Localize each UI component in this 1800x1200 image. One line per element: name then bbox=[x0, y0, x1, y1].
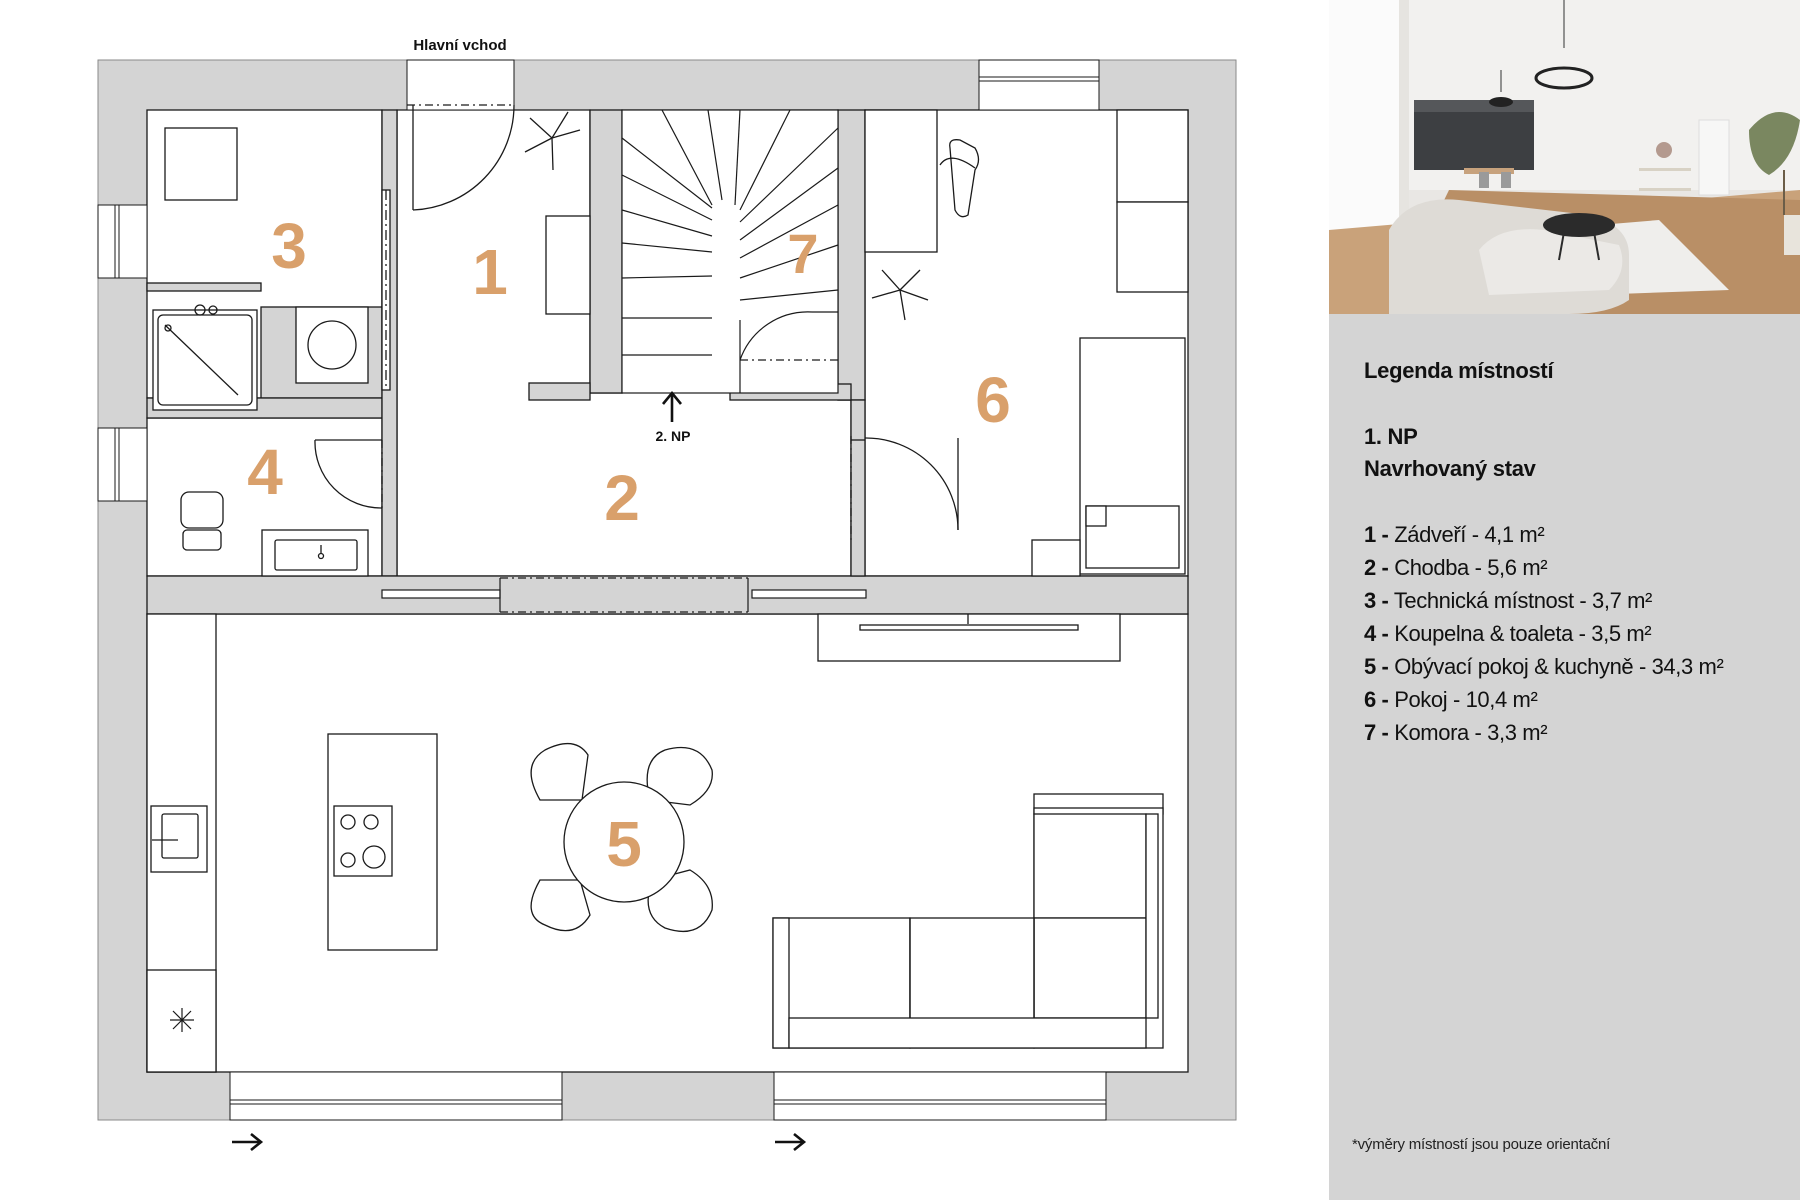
room-number-3: 3 bbox=[271, 210, 307, 282]
legend-panel: Legenda místností 1. NP Navrhovaný stav … bbox=[1329, 0, 1800, 1200]
legend-item-text: Chodba - 5,6 m² bbox=[1394, 555, 1548, 580]
sliding-doors bbox=[381, 577, 867, 613]
interior-photo bbox=[1329, 0, 1800, 314]
room-3-furniture bbox=[164, 127, 391, 391]
interior-photo-image bbox=[1329, 0, 1800, 314]
main-entrance-label: Hlavní vchod bbox=[413, 37, 506, 54]
legend-item-text: Pokoj - 10,4 m² bbox=[1394, 687, 1538, 712]
window-bottom-1 bbox=[229, 1071, 563, 1121]
legend-item-text: Technická místnost - 3,7 m² bbox=[1393, 588, 1653, 613]
legend-item-text: Koupelna & toaleta - 3,5 m² bbox=[1394, 621, 1652, 646]
main-door bbox=[407, 104, 515, 211]
window-bottom-2 bbox=[773, 1071, 1107, 1121]
window-top bbox=[978, 59, 1100, 111]
stairs bbox=[621, 109, 839, 394]
window-left-2 bbox=[97, 427, 148, 502]
stairs-up-arrow bbox=[661, 390, 683, 422]
room-number-6: 6 bbox=[975, 364, 1011, 436]
legend-title: Legenda místností bbox=[1364, 358, 1554, 383]
stairs-label: 2. NP bbox=[655, 428, 690, 444]
legend-item-number: 6 - bbox=[1364, 687, 1389, 712]
living-room-furniture bbox=[146, 613, 1164, 1073]
entry-arrows bbox=[232, 1132, 807, 1152]
legend-item-text: Zádveří - 4,1 m² bbox=[1394, 522, 1545, 547]
legend-item: 6 - Pokoj - 10,4 m² bbox=[1364, 683, 1723, 716]
room-number-1: 1 bbox=[472, 236, 508, 308]
room-number-5: 5 bbox=[606, 808, 642, 880]
floor-plan: Hlavní vchod 2. NP 1 2 3 4 5 6 7 bbox=[97, 37, 1237, 1152]
main-door-opening bbox=[406, 59, 515, 111]
legend-item-number: 5 - bbox=[1364, 654, 1389, 679]
legend-list: 1 - Zádveří - 4,1 m² 2 - Chodba - 5,6 m²… bbox=[1364, 518, 1724, 749]
legend-item: 5 - Obývací pokoj & kuchyně - 34,3 m² bbox=[1364, 650, 1724, 683]
room-number-7: 7 bbox=[787, 222, 818, 285]
legend-item-number: 2 - bbox=[1364, 555, 1389, 580]
legend-item: 1 - Zádveří - 4,1 m² bbox=[1364, 518, 1723, 551]
legend-state: Navrhovaný stav bbox=[1364, 456, 1536, 481]
legend-item-text: Obývací pokoj & kuchyně - 34,3 m² bbox=[1394, 654, 1724, 679]
legend-item: 4 - Koupelna & toaleta - 3,5 m² bbox=[1364, 617, 1723, 650]
legend-item: 3 - Technická místnost - 3,7 m² bbox=[1364, 584, 1723, 617]
room-4-furniture bbox=[180, 439, 383, 577]
room-1-furniture bbox=[524, 111, 591, 315]
legend-item-number: 1 - bbox=[1364, 522, 1389, 547]
openings bbox=[97, 59, 1107, 1121]
legend-item-text: Komora - 3,3 m² bbox=[1394, 720, 1548, 745]
legend-item-number: 3 - bbox=[1364, 588, 1389, 613]
legend-item: 7 - Komora - 3,3 m² bbox=[1364, 716, 1723, 749]
area-footnote: *výměry místností jsou pouze orientační bbox=[1352, 1136, 1611, 1153]
window-left-1 bbox=[97, 204, 148, 279]
room-number-2: 2 bbox=[604, 462, 640, 534]
shower bbox=[152, 304, 258, 411]
legend-floor: 1. NP bbox=[1364, 424, 1418, 449]
legend-item-number: 7 - bbox=[1364, 720, 1389, 745]
floor-plan-drawing: Hlavní vchod 2. NP 1 2 3 4 5 6 7 bbox=[97, 37, 1237, 1152]
legend-item-number: 4 - bbox=[1364, 621, 1389, 646]
room-6-furniture bbox=[850, 109, 1189, 577]
legend-item: 2 - Chodba - 5,6 m² bbox=[1364, 551, 1723, 584]
room-number-4: 4 bbox=[247, 436, 283, 508]
